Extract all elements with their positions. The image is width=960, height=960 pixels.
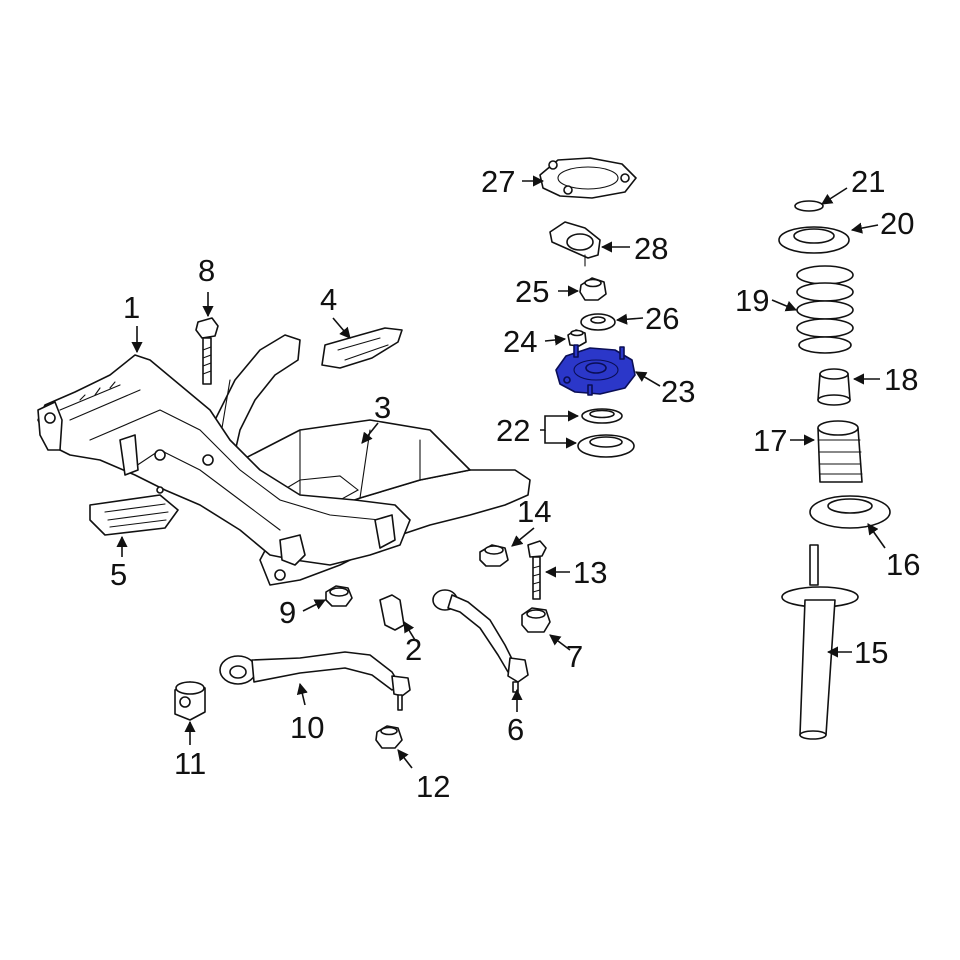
callout-2: 2 [405,632,422,667]
callout-21: 21 [851,164,885,199]
strut-mount-part-23 [555,344,636,396]
callout-26: 26 [645,301,679,336]
callout-6: 6 [507,712,524,747]
nut-part-12 [375,725,403,749]
callout-15: 15 [854,635,888,670]
bracket-part-28 [549,221,601,267]
callout-14: 14 [517,494,551,529]
callout-17: 17 [753,423,787,458]
callout-20: 20 [880,206,914,241]
subframe-part-1 [37,354,411,566]
callout-12: 12 [416,769,450,804]
coil-spring-part-19 [796,265,854,354]
callout-18: 18 [884,362,918,397]
nut-part-24 [567,329,587,347]
callout-25: 25 [515,274,549,309]
callout-16: 16 [886,547,920,582]
lower-seat-part-16 [809,495,891,529]
spring-seat-part-20 [778,226,850,254]
callout-27: 27 [481,164,515,199]
callout-28: 28 [634,231,668,266]
callout-13: 13 [573,555,607,590]
callout-3: 3 [374,390,391,425]
callout-24: 24 [503,324,537,359]
skid-plate-part-5 [89,494,179,536]
bushing-part-11 [174,681,206,721]
dust-boot-part-17 [817,420,863,483]
callout-4: 4 [320,282,337,317]
nut-part-25 [579,277,607,301]
washer-part-26 [580,313,616,331]
callout-leaders [116,175,886,769]
tension-strut-part-6 [432,589,529,693]
callout-8: 8 [198,253,215,288]
callout-22: 22 [496,413,530,448]
mount-plate-part-27 [539,157,637,199]
nut-part-14 [479,544,509,567]
cap-part-21 [794,200,824,212]
bolt-part-8 [195,317,219,385]
callout-19: 19 [735,283,769,318]
heat-shield-part-4 [321,327,403,369]
callout-9: 9 [279,595,296,630]
nut-part-9 [325,585,353,607]
callout-7: 7 [566,639,583,674]
callout-1: 1 [123,290,140,325]
strut-part-15 [781,544,859,740]
callout-5: 5 [110,557,127,592]
nut-part-7 [521,607,551,633]
control-arm-part-10 [219,651,411,711]
bolt-part-13 [527,540,547,600]
callout-11: 11 [174,746,206,781]
bushing-cover-part-2 [379,594,405,631]
bearing-part-22 [577,408,635,458]
callout-labels: 1 2 3 4 5 6 7 8 9 10 11 12 13 14 15 16 1… [110,164,920,804]
bump-stop-part-18 [817,368,851,406]
callout-23: 23 [661,374,695,409]
callout-10: 10 [290,710,324,745]
